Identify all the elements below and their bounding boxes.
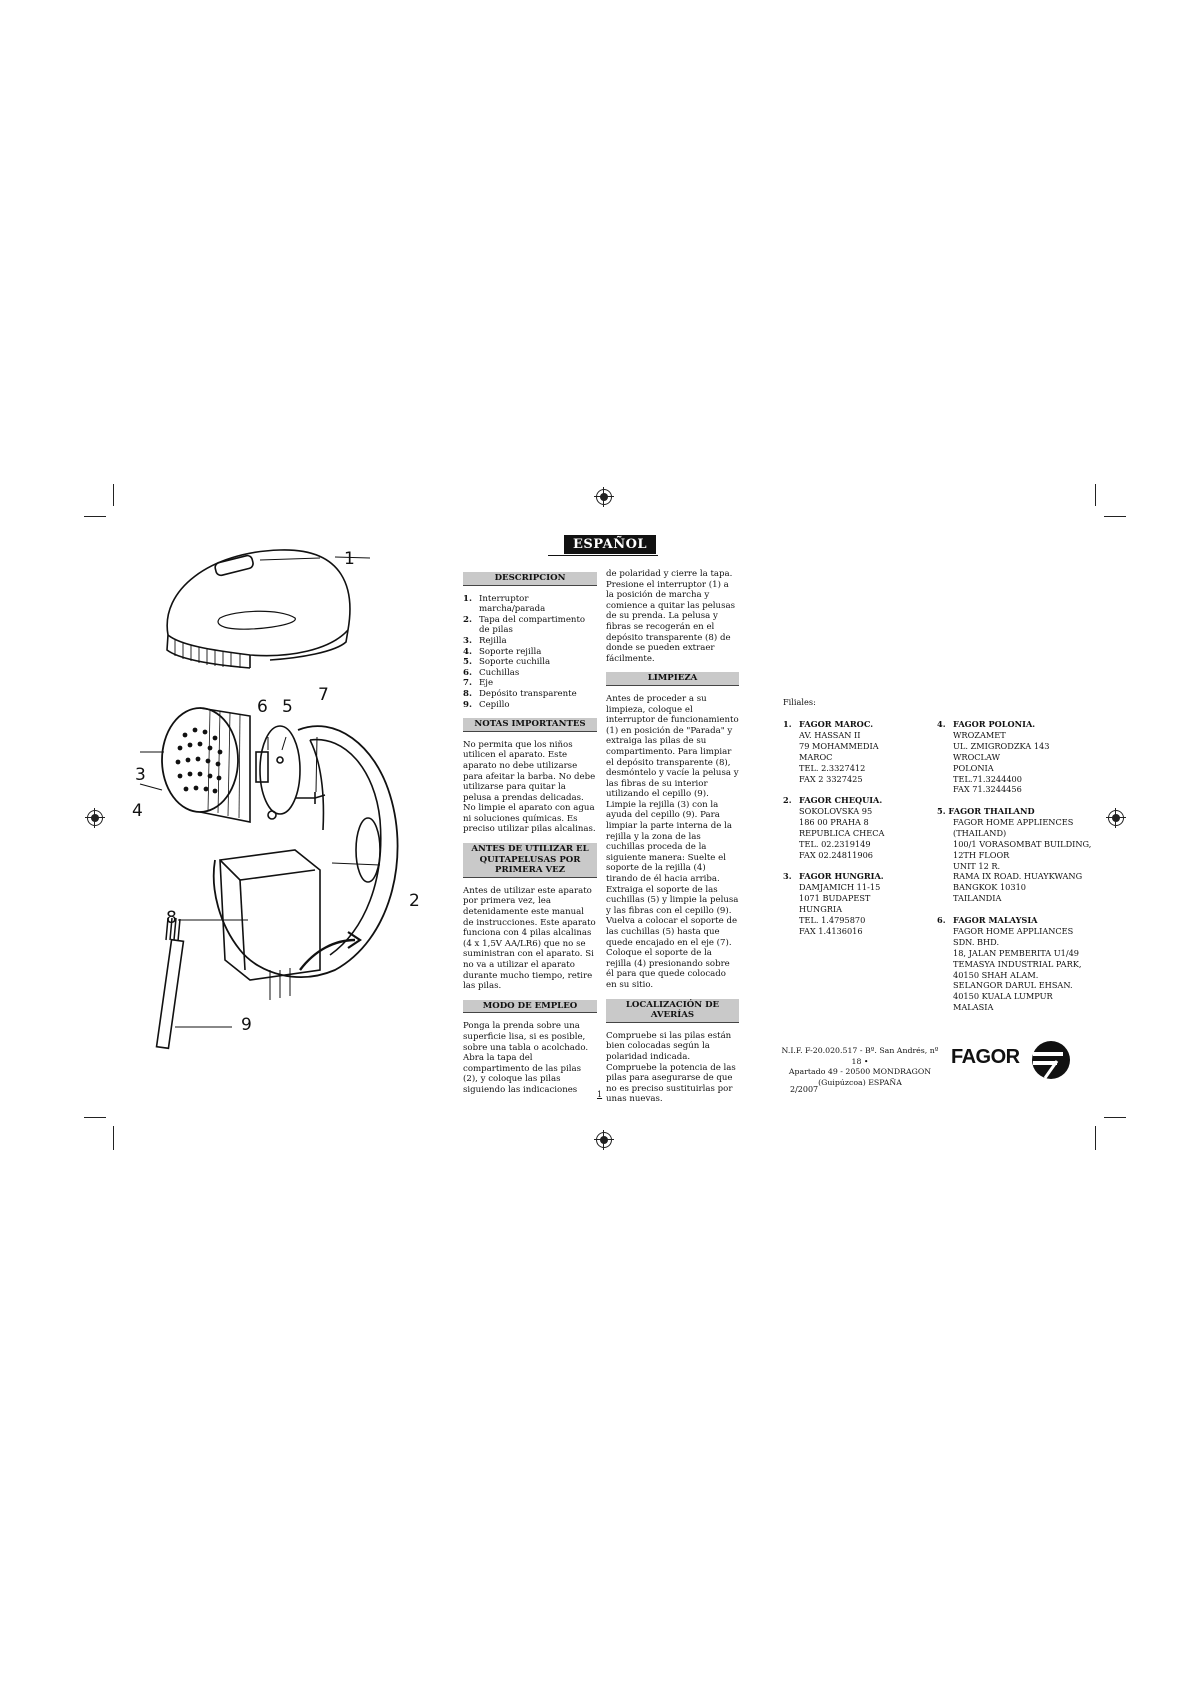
crop-mark [1095,484,1096,506]
print-date: 2/2007 [790,1085,819,1094]
list-item: 6.Cuchillas [463,667,520,678]
list-item: 2.Tapa del compartimento de pilas [463,614,586,636]
callout-number: 8 [166,908,177,928]
callout-number: 2 [409,891,420,911]
modo-text-2: de polaridad y cierre la tapa. Presione … [606,569,736,664]
list-item: 8.Depósito transparente [463,688,577,699]
section-heading-antes: ANTES DE UTILIZAR EL QUITAPELUSAS POR PR… [463,843,597,878]
fagor-emblem-icon [1032,1041,1070,1079]
company-address: N.I.F. F-20.020.517 - Bº. San Andrés, nº… [781,1046,939,1087]
crop-mark [84,1117,106,1118]
language-title: ESPAÑOL [564,535,657,554]
limpieza-text: Antes de proceder a su limpieza, coloque… [606,693,739,990]
callout-number: 5 [282,697,293,717]
crop-mark [113,1126,114,1150]
page-number: 1 [597,1090,603,1099]
fagor-logo: FAGOR [951,1040,1071,1080]
registration-mark-icon [594,487,614,507]
section-heading-descripcion: DESCRIPCION [463,572,597,586]
callout-number: 6 [257,697,268,717]
list-item: 4.Soporte rejilla [463,646,542,657]
list-item: 5.Soporte cuchilla [463,657,551,668]
antes-text: Antes de utilizar este aparato por prime… [463,885,596,992]
crop-mark [1104,1117,1126,1118]
callout-number: 1 [344,549,355,569]
text-column-2: de polaridad y cierre la tapa. Presione … [606,569,739,1105]
filiales-label: Filiales: [783,697,816,707]
crop-mark [84,516,106,517]
crop-mark [1095,1126,1096,1150]
section-heading-averias: LOCALIZACIÓN DE AVERÍAS [606,998,739,1023]
callout-number: 9 [241,1015,252,1035]
list-item: 1.Interruptor marcha/parada [463,593,546,615]
crop-mark [1104,516,1126,517]
filial-block: 5. FAGOR THAILAND FAGOR HOME APPLIENCES(… [937,806,1092,904]
registration-mark-icon [594,1130,614,1150]
text-column-1: DESCRIPCION 1.Interruptor marcha/parada … [463,572,597,1096]
logo-text: FAGOR [951,1046,1020,1068]
section-heading-limpieza: LIMPIEZA [606,672,739,686]
crop-mark [113,484,114,506]
title-underline [548,555,658,556]
list-item: 9.Cepillo [463,699,510,710]
averias-text: Compruebe si las pilas están bien coloca… [606,1030,736,1105]
modo-text-1: Ponga la prenda sobre una superficie lis… [463,1021,589,1095]
section-heading-notas: NOTAS IMPORTANTES [463,718,597,732]
callout-number: 7 [318,685,329,705]
notas-text: No permita que los niños utilicen el apa… [463,739,596,835]
section-heading-modo: MODO DE EMPLEO [463,999,597,1014]
callout-number: 4 [132,801,143,821]
product-illustration [139,549,399,1050]
parts-list: 1.Interruptor marcha/parada 2.Tapa del c… [463,594,597,711]
callout-number: 3 [135,765,146,785]
registration-mark-icon [85,808,105,828]
list-item: 3.Rejilla [463,635,507,646]
list-item: 7.Eje [463,678,494,689]
registration-mark-icon [1106,808,1126,828]
